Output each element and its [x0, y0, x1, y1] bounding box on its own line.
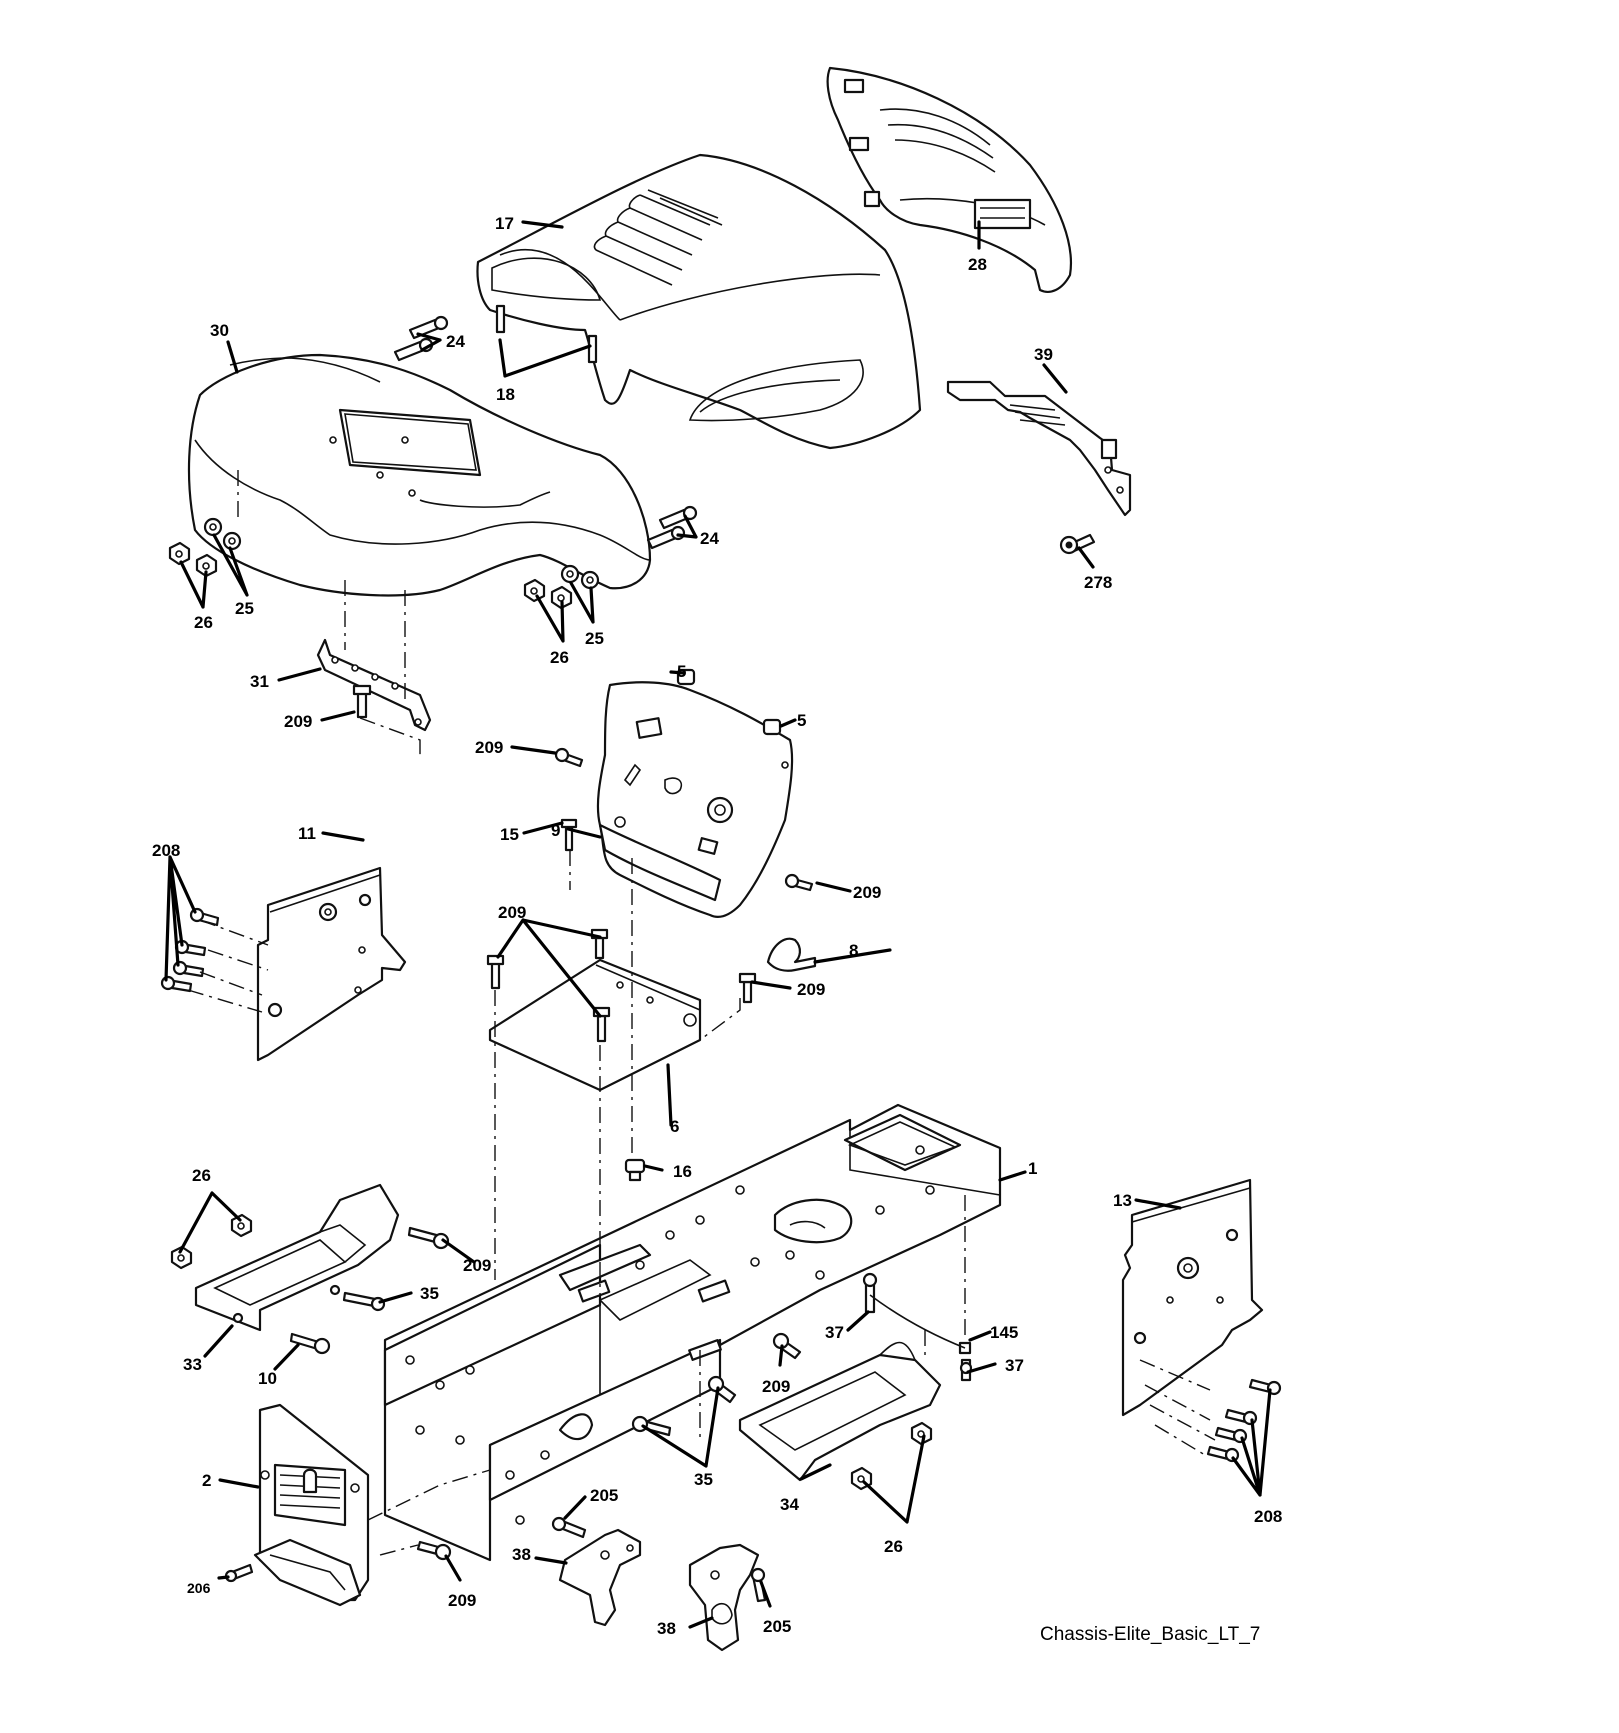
- bolt-209-bracket: [352, 684, 372, 719]
- callout-30: 30: [210, 321, 229, 340]
- callout-209: 209: [853, 883, 881, 902]
- callout-35: 35: [694, 1470, 713, 1489]
- bracket-part-31: [316, 638, 432, 732]
- fasteners-37-145: [862, 1272, 973, 1382]
- callout-labels: 17 28 30 24 18 39 24 25 26 278 26 25 31 …: [152, 214, 1282, 1638]
- dash-panel-part-9: [596, 681, 794, 919]
- side-panel-part-11: [256, 866, 407, 1062]
- diagram-caption: Chassis-Elite_Basic_LT_7: [1040, 1624, 1260, 1645]
- washers-nuts-left: [168, 517, 242, 578]
- callout-2: 2: [202, 1471, 211, 1490]
- screws-209-dash: [554, 747, 814, 892]
- callout-13: 13: [1113, 1191, 1132, 1210]
- bracket-part-38a: [558, 1528, 642, 1627]
- callout-205: 205: [763, 1617, 791, 1636]
- callout-24: 24: [700, 529, 719, 548]
- callout-208: 208: [152, 841, 180, 860]
- callout-209: 209: [284, 712, 312, 731]
- callout-18: 18: [496, 385, 515, 404]
- callout-24: 24: [446, 332, 465, 351]
- hood-part-17: [476, 153, 922, 450]
- plug-part-16: [624, 1158, 646, 1182]
- callout-278: 278: [1084, 573, 1112, 592]
- callout-35: 35: [420, 1284, 439, 1303]
- callout-205: 205: [590, 1486, 618, 1505]
- plate-part-6: [488, 958, 702, 1092]
- callout-28: 28: [968, 255, 987, 274]
- callout-38: 38: [657, 1619, 676, 1638]
- callout-10: 10: [258, 1369, 277, 1388]
- callout-6: 6: [670, 1117, 679, 1136]
- callout-15: 15: [500, 825, 519, 844]
- callout-209: 209: [797, 980, 825, 999]
- callout-145: 145: [990, 1323, 1018, 1342]
- screw-part-15: [560, 818, 578, 852]
- bolts-near-footrest: [289, 1226, 802, 1437]
- callout-16: 16: [673, 1162, 692, 1181]
- callout-25: 25: [235, 599, 254, 618]
- callout-37: 37: [825, 1323, 844, 1342]
- callout-5: 5: [797, 711, 806, 730]
- callout-209: 209: [498, 903, 526, 922]
- clip-part-8: [766, 937, 817, 972]
- footrest-part-34: [738, 1341, 942, 1482]
- grille-part-28: [826, 66, 1072, 293]
- callout-26: 26: [884, 1537, 903, 1556]
- callout-9: 9: [551, 821, 560, 840]
- callout-39: 39: [1034, 345, 1053, 364]
- callout-209: 209: [762, 1377, 790, 1396]
- callout-209: 209: [448, 1591, 476, 1610]
- callout-209: 209: [463, 1256, 491, 1275]
- leader-lines: [164, 220, 1272, 1629]
- callout-5: 5: [677, 662, 686, 681]
- footrest-part-33: [194, 1183, 400, 1332]
- callout-33: 33: [183, 1355, 202, 1374]
- callout-1: 1: [1028, 1159, 1037, 1178]
- center-lines: [187, 470, 1216, 1556]
- bracket-part-39: [946, 380, 1132, 517]
- callout-17: 17: [495, 214, 514, 233]
- callout-11: 11: [298, 824, 316, 843]
- callout-8: 8: [849, 941, 858, 960]
- callout-209: 209: [475, 738, 503, 757]
- callout-26: 26: [550, 648, 569, 667]
- main-frame-part-1: [383, 1103, 1002, 1562]
- callout-37: 37: [1005, 1356, 1024, 1375]
- callout-31: 31: [250, 672, 269, 691]
- fender-body-part-30: [187, 353, 652, 597]
- callout-26: 26: [194, 613, 213, 632]
- side-panel-part-13: [1121, 1178, 1264, 1417]
- callout-25: 25: [585, 629, 604, 648]
- callout-208: 208: [1254, 1507, 1282, 1526]
- bracket-part-38b: [688, 1543, 760, 1652]
- hood-pins-part-18: [495, 304, 598, 364]
- rear-panel-part-2: [253, 1403, 370, 1607]
- callout-34: 34: [780, 1495, 799, 1514]
- callout-26: 26: [192, 1166, 211, 1185]
- callout-206: 206: [187, 1580, 211, 1596]
- screw-part-278: [1059, 533, 1096, 555]
- callout-38: 38: [512, 1545, 531, 1564]
